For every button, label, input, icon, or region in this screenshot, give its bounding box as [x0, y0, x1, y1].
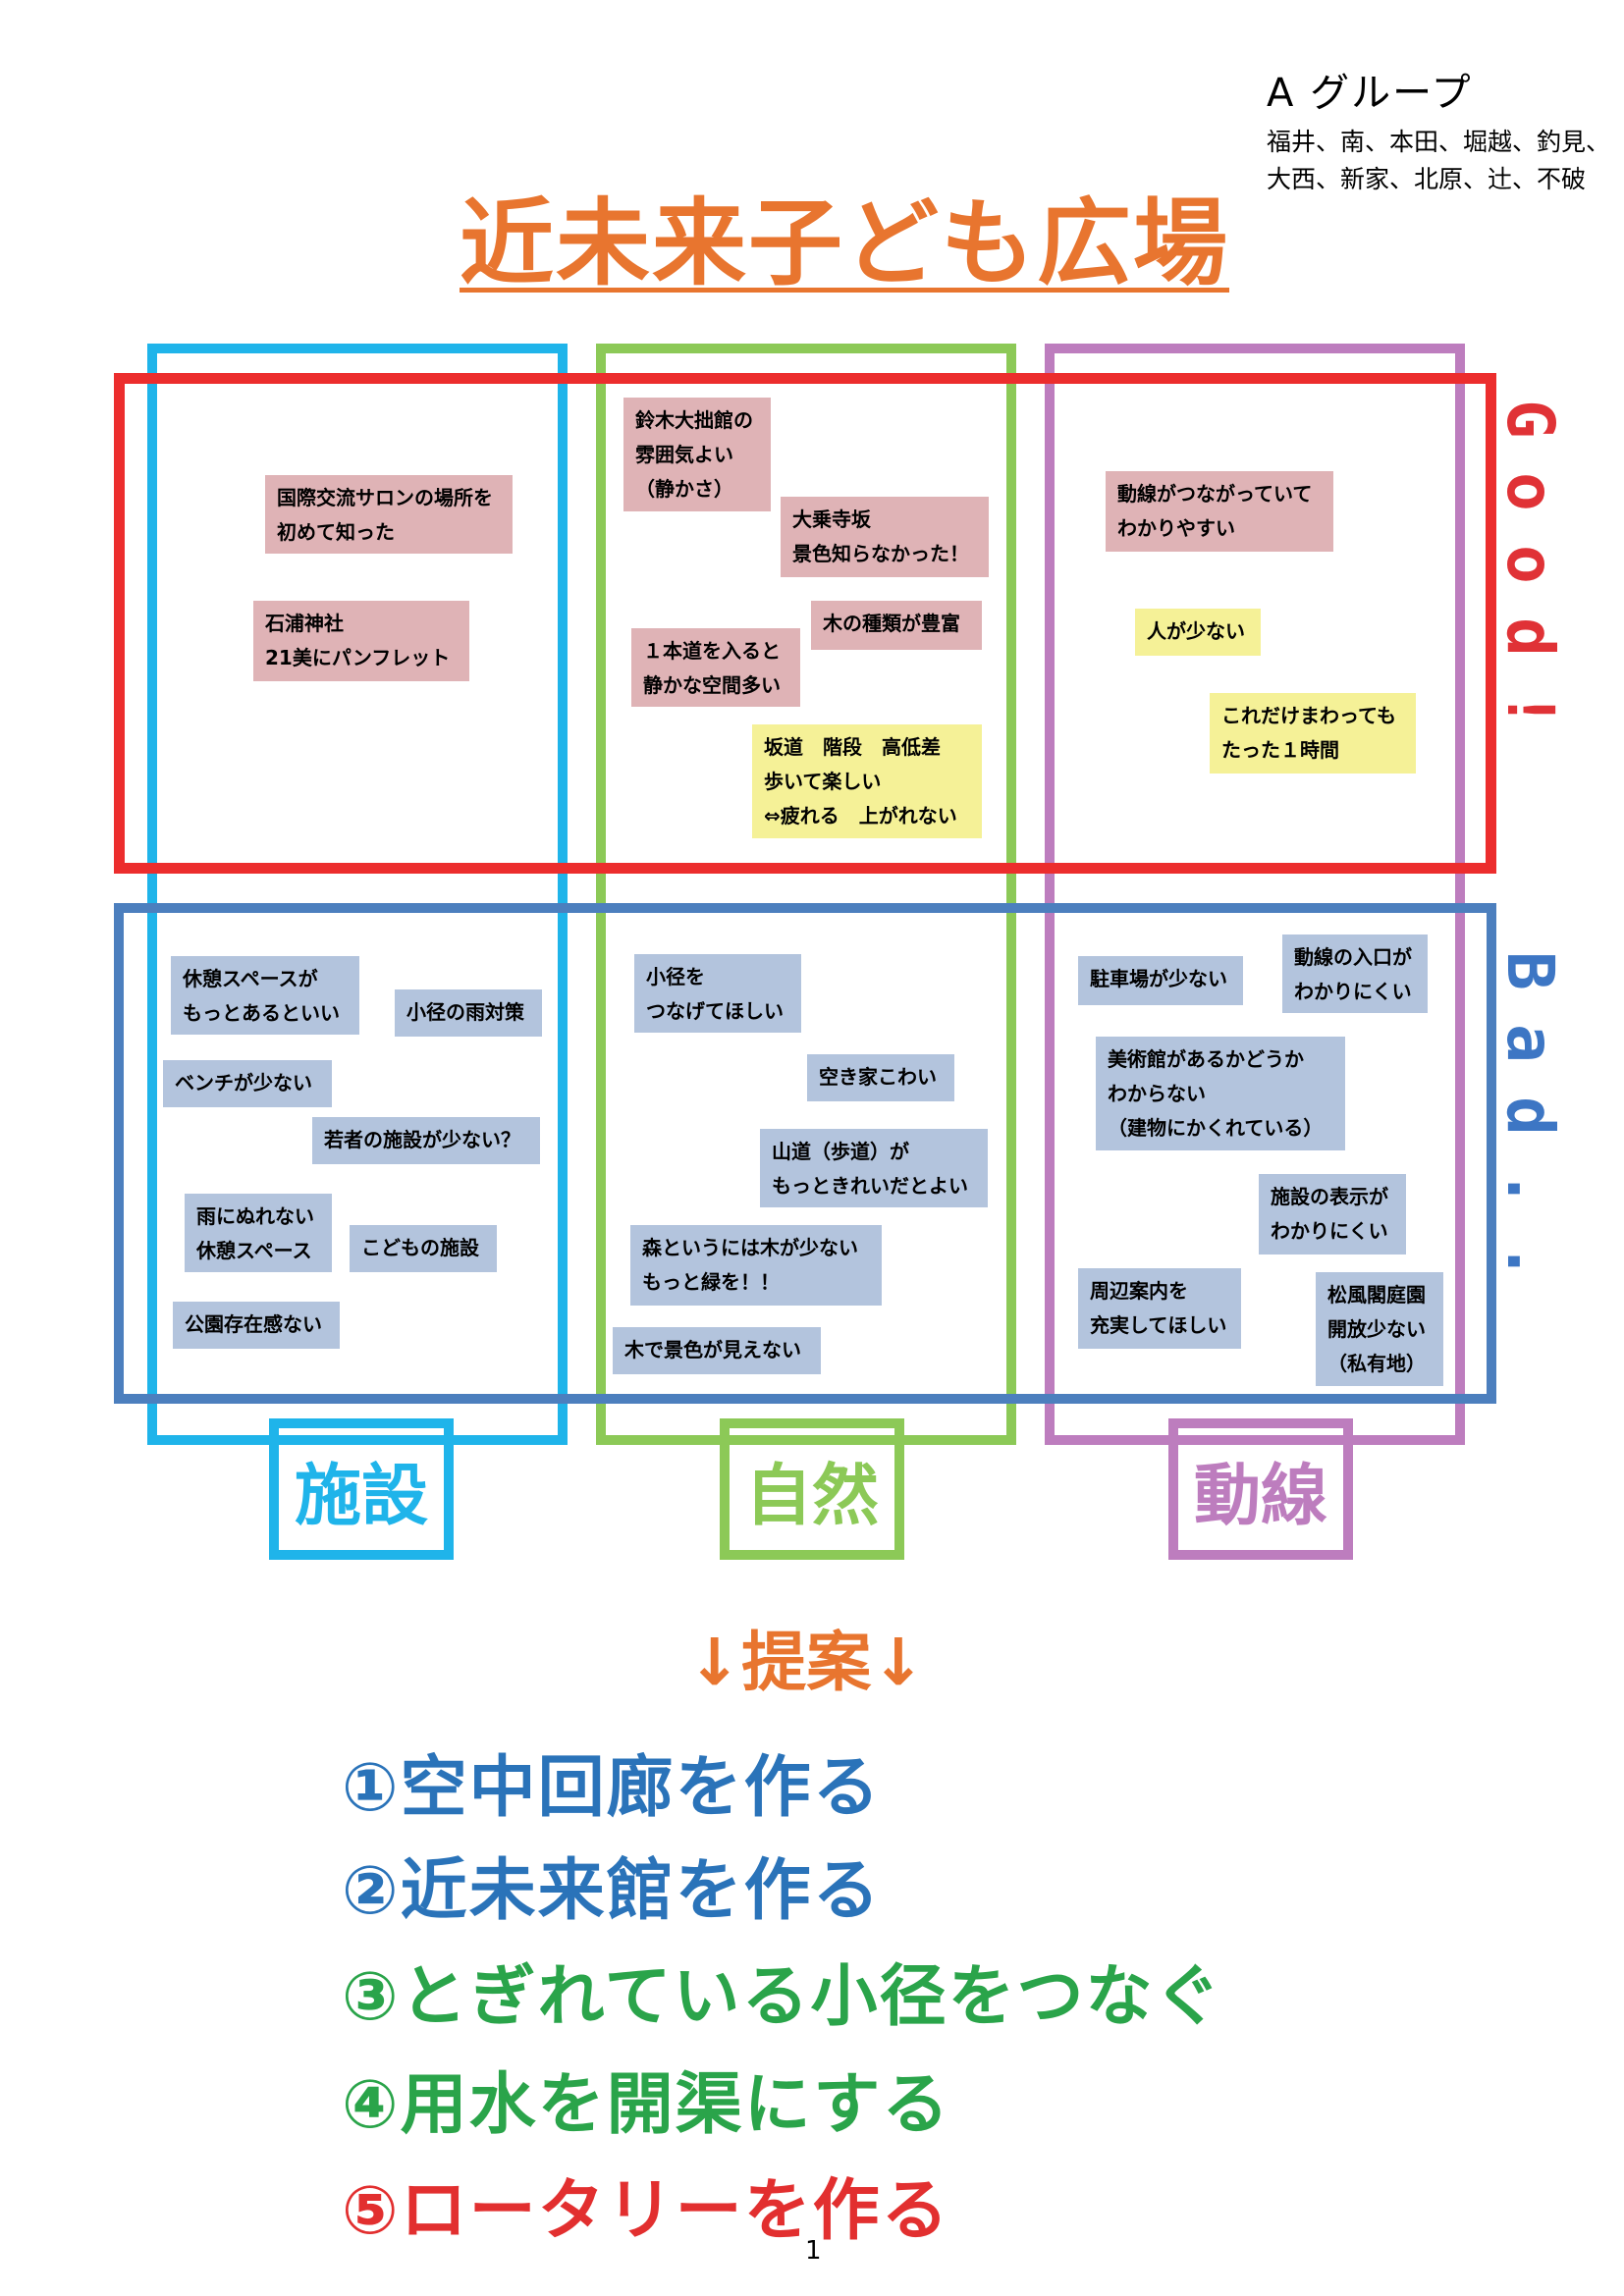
side-label-letter: B — [1492, 951, 1568, 990]
side-label-letter: o — [1492, 472, 1568, 511]
sticky-note: 木で景色が見えない — [613, 1327, 821, 1374]
page-number: 1 — [805, 2236, 822, 2266]
side-label-letter: a — [1492, 1024, 1568, 1063]
sticky-note: 駐車場が少ない — [1078, 956, 1243, 1005]
category-route: 動線 — [1168, 1418, 1353, 1560]
sticky-note: 周辺案内を 充実してほしい — [1078, 1268, 1241, 1349]
sticky-note: 若者の施設が少ない？ — [312, 1117, 540, 1164]
facility-column-frame — [147, 344, 568, 1445]
sticky-note: 坂道 階段 高低差 歩いて楽しい ⇔疲れる 上がれない — [752, 724, 982, 838]
nature-column-frame — [596, 344, 1016, 1445]
sticky-note: ベンチが少ない — [163, 1060, 332, 1107]
sticky-note: 国際交流サロンの場所を 初めて知った — [265, 475, 513, 554]
sticky-note: 大乗寺坂 景色知らなかった！ — [781, 497, 989, 577]
proposal-item: ①空中回廊を作る — [342, 1749, 882, 1827]
sticky-note: 鈴木大拙館の 雰囲気よい （静かさ） — [623, 398, 771, 511]
sticky-note: 山道（歩道）が もっときれいだとよい — [760, 1129, 988, 1207]
category-facility: 施設 — [269, 1418, 454, 1560]
side-label-letter: ! — [1492, 690, 1568, 729]
sticky-note: 人が少ない — [1135, 609, 1261, 656]
good-row-frame — [114, 373, 1496, 874]
side-label-letter: . — [1492, 1169, 1568, 1208]
proposal-item: ②近未来館を作る — [342, 1852, 882, 1930]
side-label-letter: . — [1492, 1242, 1568, 1281]
category-nature: 自然 — [720, 1418, 904, 1560]
proposal-item: ⑤ロータリーを作る — [342, 2172, 950, 2250]
bad-row-frame — [114, 903, 1496, 1404]
side-label-letter: G — [1492, 400, 1568, 439]
sticky-note: 施設の表示が わかりにくい — [1259, 1174, 1406, 1255]
sticky-note: 小径を つなげてほしい — [634, 954, 801, 1033]
side-label-letter: d — [1492, 1096, 1568, 1136]
proposal-heading: ↓提案↓ — [687, 1625, 926, 1700]
sticky-note: 森というには木が少ない もっと緑を！！ — [630, 1225, 882, 1306]
sticky-note: 木の種類が豊富 — [811, 601, 982, 650]
sticky-note: 休憩スペースが もっとあるといい — [171, 956, 359, 1035]
sticky-note: １本道を入ると 静かな空間多い — [631, 628, 800, 707]
sticky-note: 石浦神社 21美にパンフレット — [253, 601, 469, 681]
route-column-frame — [1045, 344, 1465, 1445]
page-title: 近未来子ども広場 — [460, 188, 1229, 298]
sticky-note: これだけまわっても たった１時間 — [1210, 693, 1416, 774]
side-label-letter: d — [1492, 617, 1568, 657]
proposal-item: ④用水を開渠にする — [342, 2066, 951, 2144]
group-members: 福井、南、本田、堀越、釣見、大西、新家、北原、辻、不破 — [1267, 128, 1611, 193]
sticky-note: 美術館があるかどうか わからない （建物にかくれている） — [1096, 1037, 1345, 1150]
group-title: A グループ — [1267, 71, 1473, 116]
sticky-note: 公園存在感ない — [173, 1302, 340, 1349]
sticky-note: 雨にぬれない 休憩スペース — [185, 1194, 332, 1272]
sticky-note: 空き家こわい — [807, 1054, 954, 1101]
proposal-item: ③とぎれている小径をつなぐ — [342, 1958, 1223, 2036]
sticky-note: 松風閣庭園 開放少ない （私有地） — [1316, 1272, 1443, 1386]
sticky-note: 小径の雨対策 — [395, 989, 542, 1037]
sticky-note: 動線の入口が わかりにくい — [1282, 934, 1428, 1013]
sticky-note: 動線がつながっていて わかりやすい — [1106, 471, 1333, 552]
side-label-letter: o — [1492, 545, 1568, 584]
sticky-note: こどもの施設 — [350, 1225, 497, 1272]
